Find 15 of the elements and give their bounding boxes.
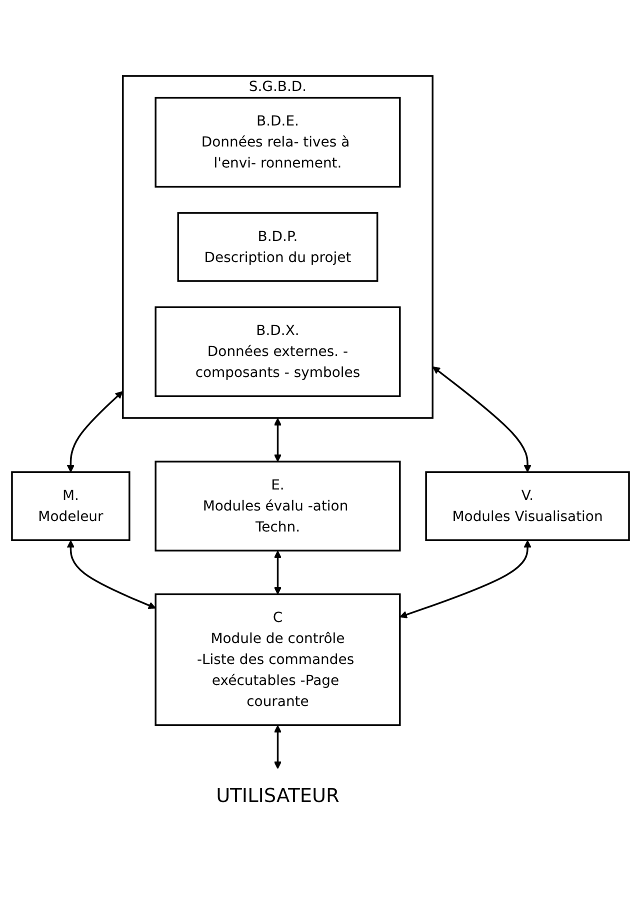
node-box: B.D.P. Description du projet [177,212,378,282]
node-box: B.D.X. Données externes. -composants - symboles [154,306,401,398]
arrow [274,418,282,462]
node-box: M. Modeleur [11,471,130,542]
arrow [274,725,282,770]
arrow [400,540,532,618]
node-box: V. Modules Visualisation [425,471,630,542]
arrow [432,366,532,473]
node-box: C Module de contrôle -Liste des commandes exécutables -Page courante [154,594,401,726]
node-box: B.D.E. Données rela- tives à l'envi- ronnement. [154,97,401,188]
arrow [274,550,282,595]
node-text: UTILISATEUR [216,785,340,808]
arrow [66,391,123,473]
node-box: E. Modules évalu -ation Techn. [154,460,401,552]
arrow [66,540,156,610]
